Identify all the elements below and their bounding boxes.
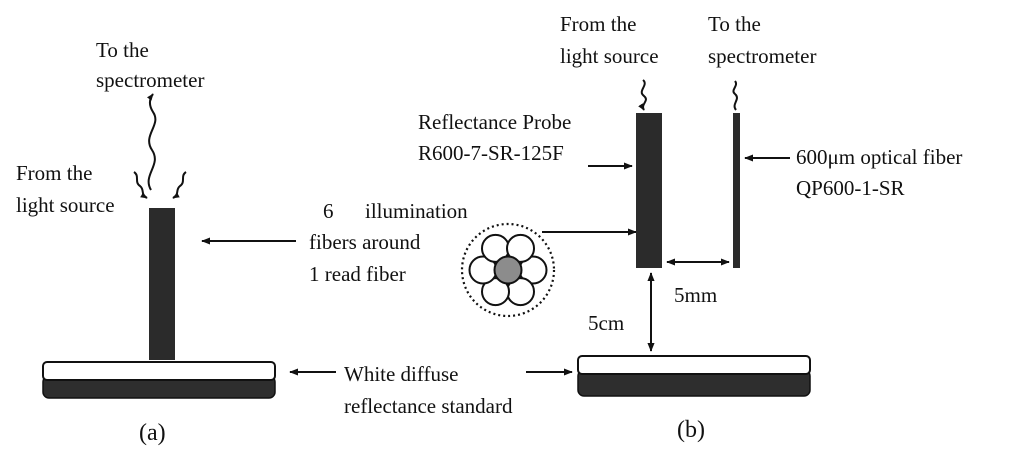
gap-5mm-label: 5mm bbox=[674, 283, 717, 307]
fiber-label-line1: 600μm optical fiber bbox=[796, 145, 962, 169]
panel-b-optical-fiber bbox=[733, 113, 740, 268]
standard-label-line1: White diffuse bbox=[344, 362, 459, 386]
bundle-fibers bbox=[468, 233, 548, 307]
probe-label-line2: R600-7-SR-125F bbox=[418, 141, 564, 165]
panel-b-caption: (b) bbox=[677, 417, 705, 443]
panel-a-light-in-arrow-left bbox=[133, 171, 148, 199]
probe-label-line1: Reflectance Probe bbox=[418, 110, 571, 134]
panel-a-standard-disk-top bbox=[42, 361, 276, 381]
illumination-fiber bbox=[481, 277, 510, 307]
panel-b: From the light source To the spectromete… bbox=[418, 12, 962, 443]
bundle-label-line1: 6 illumination bbox=[323, 199, 468, 223]
panel-b-from-light-source-line1: From the bbox=[560, 12, 636, 36]
fiber-label-line2: QP600-1-SR bbox=[796, 176, 905, 200]
panel-b-light-in-arrow bbox=[638, 79, 647, 111]
panel-b-standard-disk-top bbox=[577, 355, 811, 375]
panel-b-to-spectrometer-line2: spectrometer bbox=[708, 44, 816, 68]
center-annotations: 6 illumination fibers around 1 read fibe… bbox=[201, 199, 637, 418]
bundle-label-line3: 1 read fiber bbox=[309, 262, 406, 286]
panel-b-return-fiber-squiggle bbox=[732, 80, 738, 111]
panel-b-from-light-source-line2: light source bbox=[560, 44, 659, 68]
panel-a-light-in-arrow-right bbox=[172, 171, 187, 199]
illumination-fiber bbox=[506, 233, 535, 263]
panel-a-to-spectrometer-line1: To the bbox=[96, 38, 149, 62]
panel-a-probe bbox=[149, 208, 175, 360]
panel-a-to-spectrometer-line2: spectrometer bbox=[96, 68, 204, 92]
panel-a-from-light-source-line2: light source bbox=[16, 193, 115, 217]
read-fiber bbox=[493, 255, 523, 285]
gap-5cm-label: 5cm bbox=[588, 311, 624, 335]
standard-label-line2: reflectance standard bbox=[344, 394, 513, 418]
panel-b-probe bbox=[636, 113, 662, 268]
bundle-label-line2: fibers around bbox=[309, 230, 421, 254]
panel-b-to-spectrometer-line1: To the bbox=[708, 12, 761, 36]
panel-a: To the spectrometer From the light sourc… bbox=[16, 38, 276, 446]
panel-a-return-fiber-arrow bbox=[146, 93, 157, 191]
panel-a-caption: (a) bbox=[139, 420, 166, 446]
panel-a-from-light-source-line1: From the bbox=[16, 161, 92, 185]
fiber-bundle-cross-section bbox=[460, 222, 556, 318]
bundle-outline bbox=[460, 222, 556, 318]
